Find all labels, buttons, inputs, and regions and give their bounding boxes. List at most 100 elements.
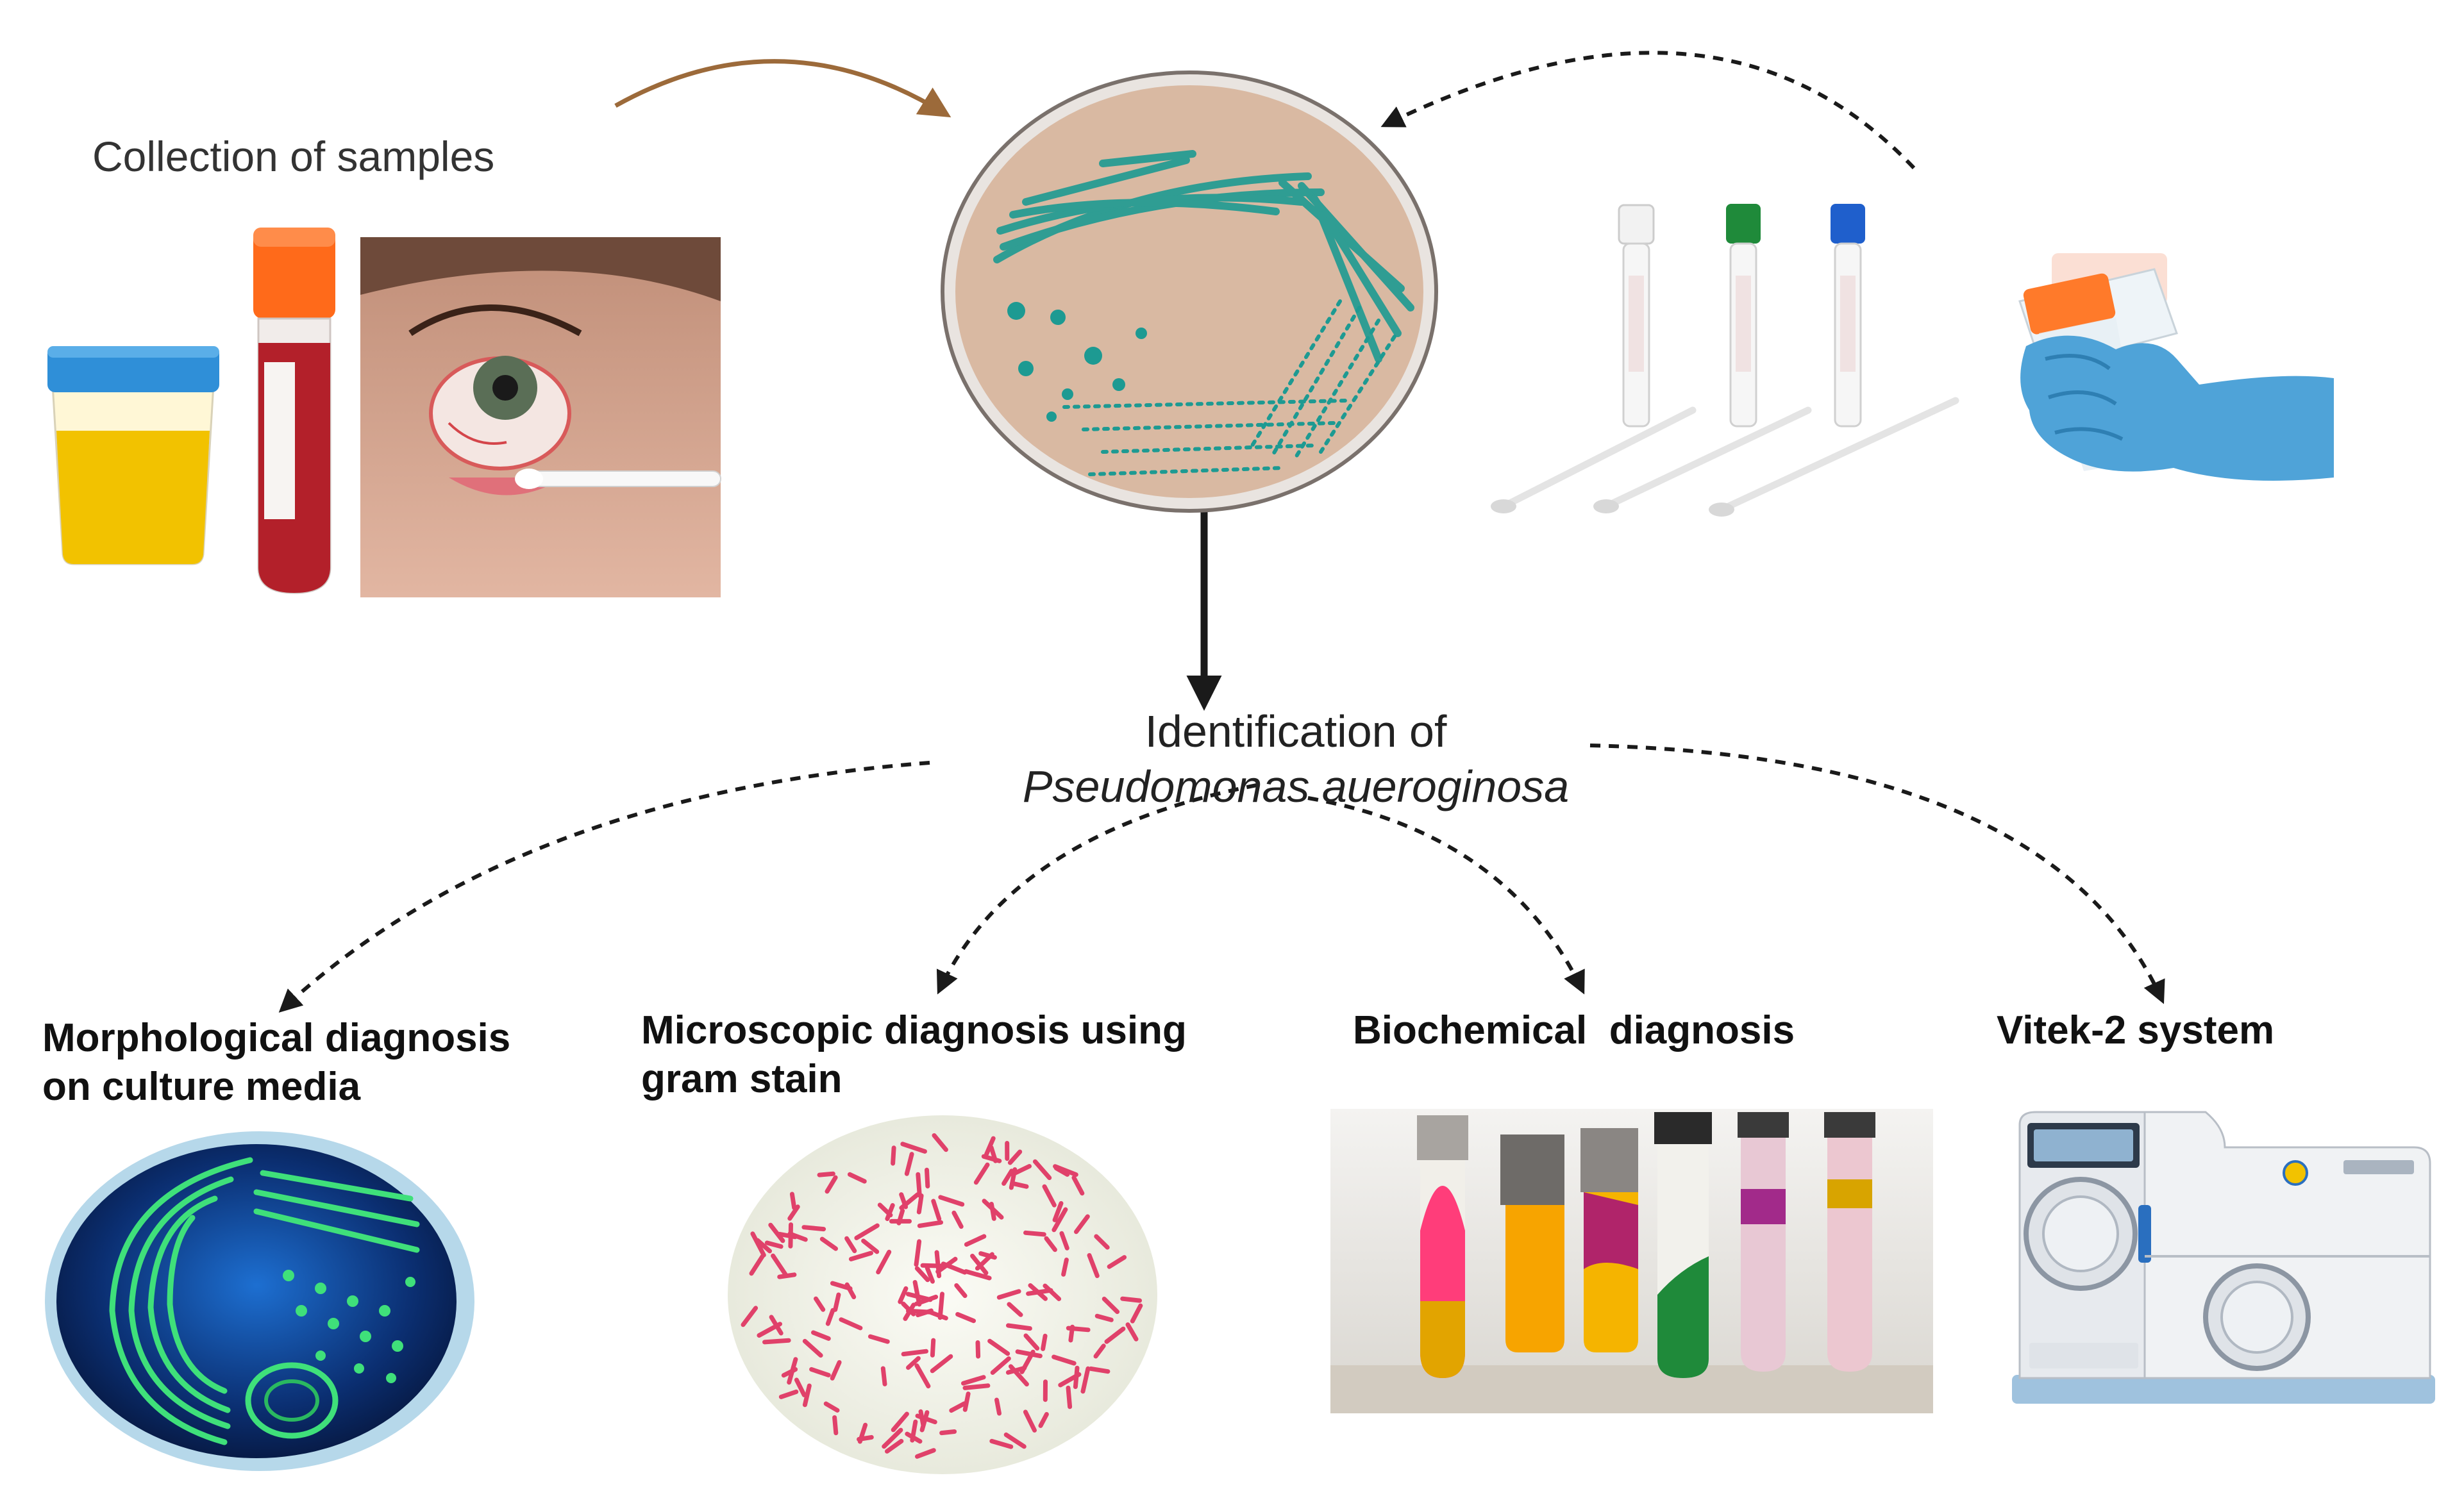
bacterium-rod bbox=[844, 1282, 857, 1299]
method-morphological-line2: on culture media bbox=[42, 1065, 361, 1109]
bacterium-rod bbox=[880, 1366, 887, 1386]
bacterium-rod bbox=[809, 1367, 831, 1377]
bacterium-rod bbox=[1094, 1313, 1114, 1322]
bacterium-rod bbox=[901, 1301, 916, 1317]
gram-stain-slide-photo bbox=[728, 1115, 1157, 1474]
bacterium-rod bbox=[920, 1263, 947, 1268]
bacterium-rod bbox=[801, 1225, 826, 1232]
bacterium-rod bbox=[1007, 1149, 1023, 1165]
bacterium-rod bbox=[935, 1256, 958, 1274]
flow-arrow-to-morphological bbox=[278, 761, 930, 1013]
bacterium-rod bbox=[817, 1171, 835, 1177]
bacterium-rod bbox=[749, 1254, 765, 1276]
flow-arrow-swab-to-culture bbox=[1380, 51, 1916, 170]
bacterium-rod bbox=[762, 1338, 791, 1345]
bacterium-rod bbox=[904, 1152, 914, 1176]
bacterium-rod bbox=[741, 1306, 758, 1327]
bacterium-rod bbox=[1023, 1409, 1037, 1433]
bacterium-rod bbox=[994, 1397, 1002, 1416]
bacterium-rod bbox=[1087, 1253, 1100, 1278]
bacterium-rod bbox=[1044, 1236, 1057, 1252]
bacterium-rod bbox=[1023, 1333, 1040, 1351]
bacterium-rod bbox=[949, 1401, 967, 1413]
bacterium-rod bbox=[1006, 1323, 1032, 1331]
flow-arrow-collection-to-culture bbox=[614, 59, 951, 118]
bacterium-rod bbox=[973, 1162, 990, 1185]
bacterium-rod bbox=[1015, 1349, 1043, 1358]
culture-plate-photo bbox=[45, 1131, 474, 1471]
bacterium-rod bbox=[1003, 1432, 1027, 1449]
identification-line: Identification of bbox=[1144, 706, 1447, 756]
bacterium-rod bbox=[901, 1349, 928, 1357]
bacterium-rod bbox=[990, 1356, 1011, 1375]
bacterium-rod bbox=[1005, 1365, 1027, 1375]
bacterium-rod bbox=[964, 1234, 987, 1247]
bacterium-rod bbox=[955, 1312, 976, 1324]
method-microscopic-line2: gram stain bbox=[641, 1057, 842, 1101]
bacterium-rod bbox=[916, 1172, 922, 1198]
urine-cup-icon bbox=[47, 346, 219, 565]
bacterium-rod bbox=[1066, 1326, 1091, 1333]
bacterium-rod bbox=[925, 1167, 930, 1189]
bacterium-rod bbox=[1043, 1283, 1062, 1301]
bacterium-rod bbox=[789, 1192, 797, 1210]
blood-tube-icon bbox=[253, 228, 335, 594]
bacterium-rod bbox=[833, 1292, 841, 1312]
bacterium-rod bbox=[1002, 1168, 1014, 1186]
bacterium-rod bbox=[819, 1236, 838, 1251]
bacterium-rod bbox=[1061, 1258, 1069, 1277]
method-biochemical-line1: Biochemical diagnosis bbox=[1353, 1008, 1795, 1052]
bacterium-rod bbox=[934, 1250, 942, 1279]
species-name: Pseudomonas aueroginosa bbox=[1022, 761, 1570, 811]
bacterium-rod bbox=[932, 1133, 948, 1152]
bacterium-rod bbox=[778, 1389, 799, 1399]
bacterium-rod bbox=[962, 1392, 971, 1412]
bacterium-rod bbox=[1094, 1234, 1110, 1250]
bacterium-rod bbox=[984, 1136, 996, 1157]
bacterium-rod bbox=[771, 1253, 788, 1277]
bacterium-rod bbox=[916, 1193, 924, 1215]
bacterium-rod bbox=[937, 1292, 944, 1320]
bacterium-rod bbox=[757, 1322, 782, 1338]
bacterium-rod bbox=[905, 1431, 923, 1444]
bacterium-rod bbox=[906, 1356, 921, 1370]
method-microscopic-label: Microscopic diagnosis using gram stain bbox=[641, 1006, 1282, 1104]
bacterium-rod bbox=[925, 1265, 935, 1284]
flow-arrow-to-vitek bbox=[1589, 744, 2165, 1004]
method-vitek-line1: Vitek-2 system bbox=[1997, 1008, 2275, 1052]
bacterium-rod bbox=[768, 1222, 785, 1243]
bacterium-rod bbox=[900, 1142, 927, 1154]
bacterium-rod bbox=[891, 1411, 909, 1433]
method-morphological-line1: Morphological diagnosis bbox=[42, 1016, 511, 1060]
bacterium-rod bbox=[891, 1145, 896, 1166]
bacterium-rod bbox=[915, 1448, 936, 1459]
bacterium-rod bbox=[1038, 1412, 1049, 1428]
biochemical-tubes-photo bbox=[1330, 1109, 1933, 1413]
identification-title: Identification of Pseudomonas aueroginos… bbox=[959, 704, 1632, 814]
bacterium-rod bbox=[882, 1427, 903, 1449]
bacterium-rod bbox=[854, 1223, 880, 1240]
bacterium-rod bbox=[1066, 1385, 1073, 1409]
bacterium-rod bbox=[839, 1317, 863, 1331]
flow-arrow-to-microscopic bbox=[936, 783, 1257, 995]
bacterium-rod bbox=[1010, 1181, 1029, 1189]
bacterium-rod bbox=[885, 1438, 904, 1454]
method-microscopic-line1: Microscopic diagnosis using bbox=[641, 1008, 1187, 1052]
bacterium-rod bbox=[848, 1251, 873, 1261]
bacterium-rod bbox=[847, 1172, 867, 1184]
bacterium-rod bbox=[1102, 1297, 1120, 1315]
bacterium-rod bbox=[1053, 1164, 1078, 1177]
petri-dish-icon bbox=[941, 71, 1438, 513]
bacterium-rod bbox=[898, 1286, 909, 1304]
bacterium-rod bbox=[1052, 1354, 1077, 1366]
bacterium-rod bbox=[930, 1338, 936, 1358]
bacterium-rod bbox=[876, 1249, 892, 1275]
bacterium-rod bbox=[823, 1401, 840, 1413]
gloved-hand-tube-icon bbox=[2018, 253, 2334, 481]
bacterium-rod bbox=[1107, 1255, 1127, 1269]
bacterium-rod bbox=[1089, 1366, 1110, 1374]
bacterium-rod bbox=[914, 1363, 931, 1389]
bacterium-rod bbox=[939, 1429, 957, 1436]
bacterium-rod bbox=[931, 1199, 942, 1222]
